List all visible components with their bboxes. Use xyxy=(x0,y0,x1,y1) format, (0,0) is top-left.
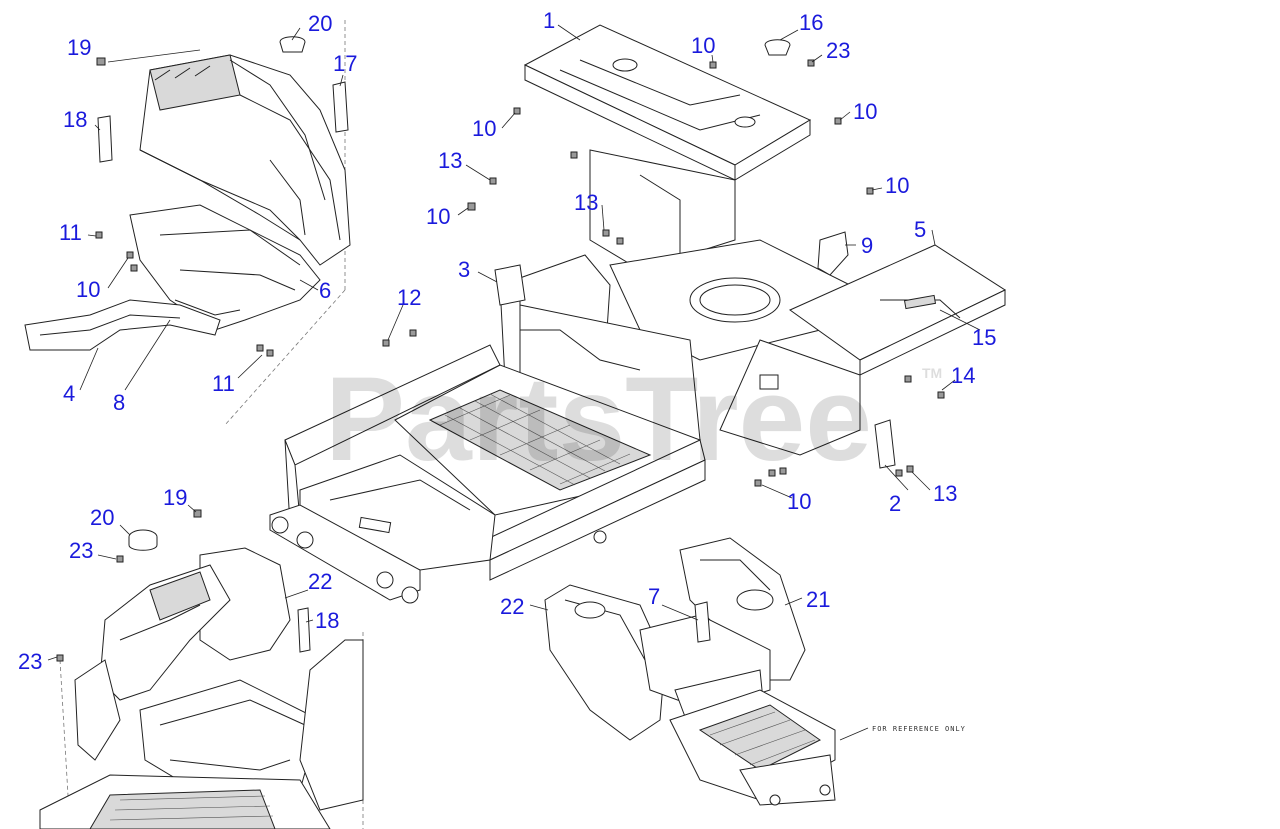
callout-18-b: 18 xyxy=(315,608,339,633)
callout-12: 12 xyxy=(397,285,421,310)
callout-10-f: 10 xyxy=(76,277,100,302)
callout-22-b: 22 xyxy=(500,594,524,619)
callout-23-c: 23 xyxy=(18,649,42,674)
callout-4: 4 xyxy=(63,381,75,406)
callout-10-g: 10 xyxy=(787,489,811,514)
callout-10-c: 10 xyxy=(472,116,496,141)
callout-19-a: 19 xyxy=(67,35,91,60)
callout-10-b: 10 xyxy=(853,99,877,124)
callout-10-d: 10 xyxy=(426,204,450,229)
main-frame-assembly xyxy=(269,24,1007,604)
callout-13-b: 13 xyxy=(574,190,598,215)
callout-11-b: 11 xyxy=(212,371,235,396)
inset-top-left xyxy=(24,20,351,426)
callout-2: 2 xyxy=(889,491,901,516)
callout-10-e: 10 xyxy=(885,173,909,198)
callout-8: 8 xyxy=(113,390,125,415)
callout-21: 21 xyxy=(806,587,830,612)
callout-20-b: 20 xyxy=(90,505,114,530)
callout-10-a: 10 xyxy=(691,33,715,58)
callout-23-a: 23 xyxy=(826,38,850,63)
reference-assembly xyxy=(529,537,869,806)
callout-13-c: 13 xyxy=(933,481,957,506)
callout-20-a: 20 xyxy=(308,11,332,36)
callout-11-a: 11 xyxy=(59,220,82,245)
callout-14: 14 xyxy=(951,363,975,388)
callout-23-b: 23 xyxy=(69,538,93,563)
callout-18-a: 18 xyxy=(63,107,87,132)
callout-15: 15 xyxy=(972,325,996,350)
callout-6: 6 xyxy=(319,278,331,303)
callout-7: 7 xyxy=(648,584,660,609)
callout-9: 9 xyxy=(861,233,873,258)
callout-22-a: 22 xyxy=(308,569,332,594)
callout-19-b: 19 xyxy=(163,485,187,510)
callouts: 1 2 3 4 5 6 7 8 9 10 10 10 10 10 10 10 1… xyxy=(18,8,996,674)
callout-13-a: 13 xyxy=(438,148,462,173)
callout-17: 17 xyxy=(333,51,357,76)
watermark-tm: TM xyxy=(922,365,942,381)
watermark-text: PartsTree xyxy=(325,352,872,486)
reference-note: FOR REFERENCE ONLY xyxy=(872,725,966,733)
callout-16: 16 xyxy=(799,10,823,35)
callout-1: 1 xyxy=(543,8,555,33)
callout-3: 3 xyxy=(458,257,470,282)
watermark: PartsTree TM xyxy=(325,352,942,486)
inset-bottom-left xyxy=(39,504,364,829)
callout-5: 5 xyxy=(914,217,926,242)
